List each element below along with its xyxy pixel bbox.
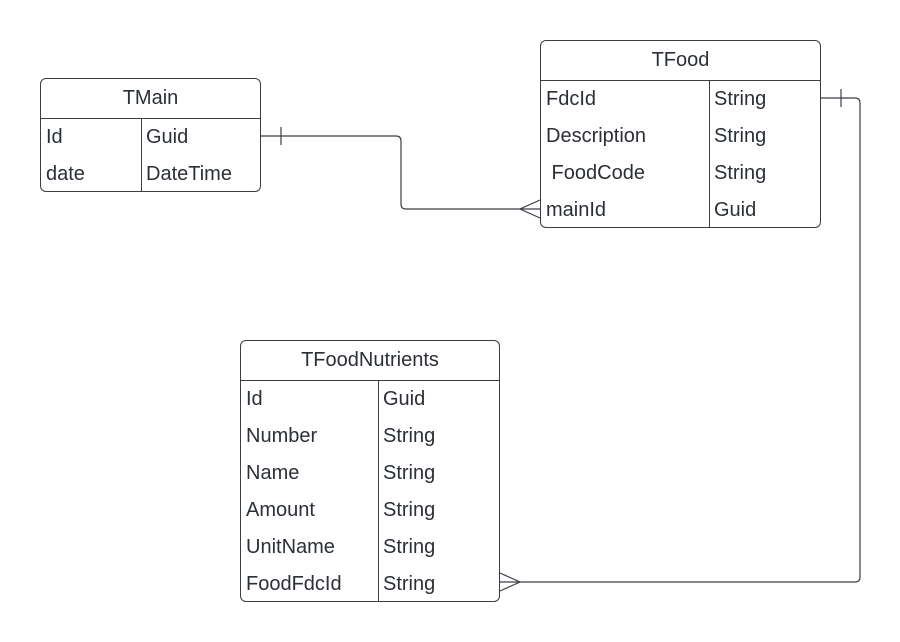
field-row[interactable]: Id Guid (241, 381, 499, 418)
field-name: Id (46, 126, 63, 148)
field-type: String (383, 425, 436, 447)
entity-title: TFood (541, 41, 820, 81)
field-type: String (714, 88, 767, 110)
field-name: date (46, 163, 85, 185)
many-marker-tfood-mainid (518, 199, 541, 219)
entity-title: TMain (41, 79, 260, 119)
entity-tfood[interactable]: TFood FdcId String Description String Fo… (540, 40, 821, 228)
field-row[interactable]: Name String (241, 455, 499, 492)
field-name: mainId (546, 199, 607, 221)
field-row[interactable]: Id Guid (41, 119, 260, 156)
field-name: FoodFdcId (246, 573, 342, 595)
column-divider (141, 119, 142, 191)
field-row[interactable]: UnitName String (241, 529, 499, 566)
field-row[interactable]: date DateTime (41, 156, 260, 191)
column-divider (378, 381, 379, 601)
field-type: String (383, 462, 436, 484)
field-row[interactable]: FoodFdcId String (241, 566, 499, 601)
field-type: String (383, 573, 436, 595)
field-name: Amount (246, 499, 315, 521)
field-name: Number (246, 425, 318, 447)
field-row[interactable]: FdcId String (541, 81, 820, 118)
field-row[interactable]: Description String (541, 118, 820, 155)
entity-tmain[interactable]: TMain Id Guid date DateTime (40, 78, 261, 192)
field-name: FdcId (546, 88, 597, 110)
field-type: String (714, 162, 767, 184)
many-marker-tfoodnutrients-foodfdcid (499, 572, 522, 592)
field-type: DateTime (146, 163, 232, 185)
relationship-tmain-tfood-line[interactable] (261, 135, 540, 210)
field-name: Id (246, 388, 263, 410)
field-type: Guid (714, 199, 757, 221)
entity-fields: Id Guid date DateTime (41, 119, 260, 191)
column-divider (709, 81, 710, 227)
field-type: Guid (146, 126, 189, 148)
field-name: FoodCode (546, 162, 645, 184)
field-name: Name (246, 462, 300, 484)
entity-tfoodnutrients[interactable]: TFoodNutrients Id Guid Number String Nam… (240, 340, 500, 602)
field-name: Description (546, 125, 647, 147)
entity-fields: FdcId String Description String FoodCode… (541, 81, 820, 227)
field-type: String (383, 536, 436, 558)
field-row[interactable]: mainId Guid (541, 192, 820, 227)
entity-title: TFoodNutrients (241, 341, 499, 381)
field-name: UnitName (246, 536, 335, 558)
field-row[interactable]: Amount String (241, 492, 499, 529)
relationship-tfood-tfoodnutrients-line[interactable] (500, 97, 861, 583)
field-type: Guid (383, 388, 426, 410)
field-type: String (714, 125, 767, 147)
entity-fields: Id Guid Number String Name String Amount… (241, 381, 499, 601)
field-type: String (383, 499, 436, 521)
field-row[interactable]: Number String (241, 418, 499, 455)
field-row[interactable]: FoodCode String (541, 155, 820, 192)
